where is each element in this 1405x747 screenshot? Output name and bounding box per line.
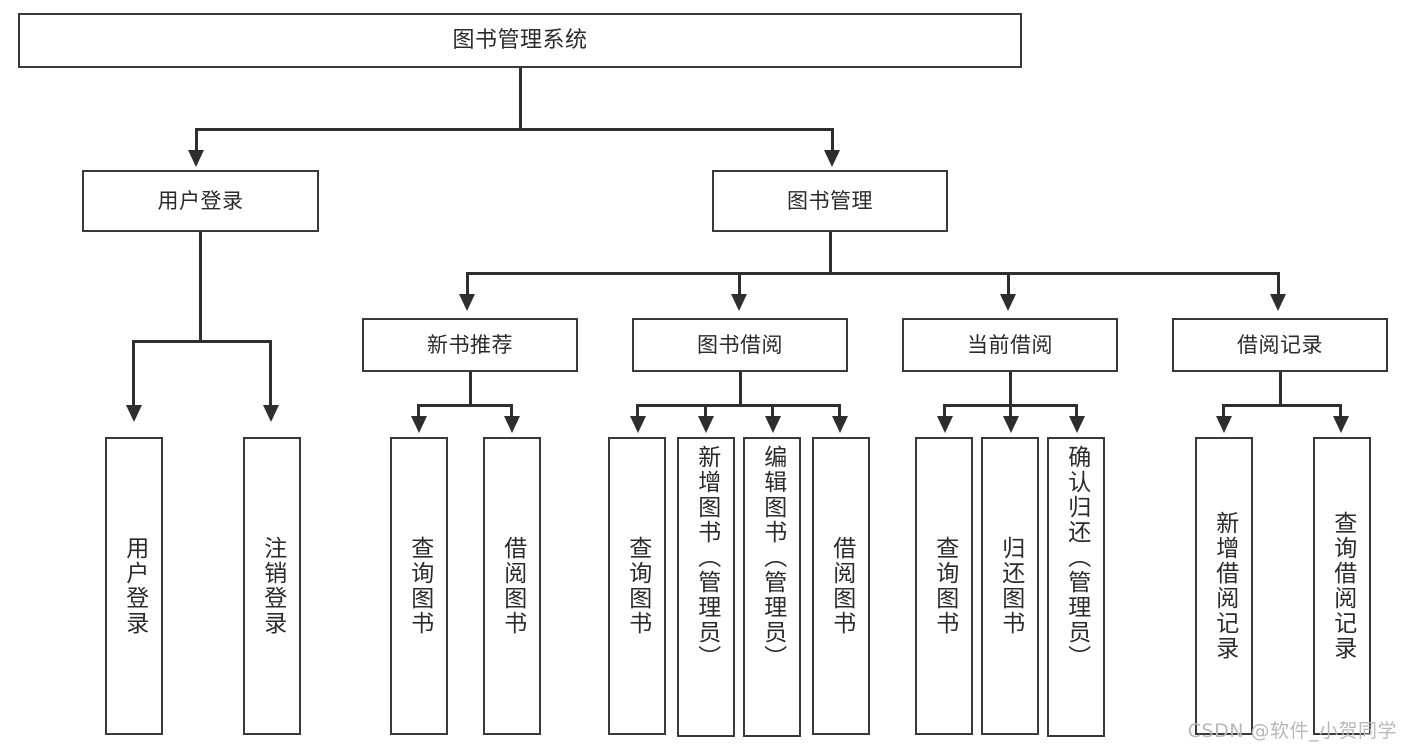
- connector-current-borrow-drop-1: [943, 404, 946, 418]
- connector-level3-drop-2: [738, 272, 741, 297]
- leaf-label: 查询图书: [624, 536, 651, 636]
- connector-book-borrow-bus: [636, 404, 841, 407]
- node-label: 用户登录: [157, 188, 244, 213]
- arrow-to-leaf-borrow-book-2: [832, 416, 848, 433]
- node-label: 图书管理: [787, 188, 873, 213]
- arrow-to-leaf-query-record: [1333, 416, 1349, 433]
- connector-book-borrow-drop-2: [704, 404, 707, 418]
- leaf-label: 注销登录: [259, 536, 286, 636]
- arrow-to-borrow-record: [1270, 294, 1286, 311]
- leaf-query-borrow-record[interactable]: 查询借阅记录: [1313, 437, 1371, 735]
- leaf-label: 新增借阅记录: [1211, 511, 1238, 661]
- connector-book-borrow-drop-4: [838, 404, 841, 418]
- leaf-label: 新增图书（管理员）: [693, 445, 720, 670]
- arrow-to-leaf-user-login: [126, 405, 142, 422]
- arrow-to-leaf-borrow-book-1: [504, 416, 520, 433]
- connector-new-book-drop-1: [417, 404, 420, 418]
- connector-book-manage-stem: [829, 232, 832, 274]
- leaf-logout[interactable]: 注销登录: [243, 437, 301, 735]
- leaf-label: 确认归还（管理员）: [1063, 445, 1090, 670]
- leaf-label: 借阅图书: [828, 536, 855, 636]
- arrow-to-leaf-add-record: [1216, 416, 1232, 433]
- leaf-label: 查询借阅记录: [1329, 511, 1356, 661]
- connector-borrow-record-bus: [1222, 404, 1342, 407]
- connector-root-drop-right: [831, 128, 834, 153]
- connector-user-login-stem: [199, 232, 202, 342]
- leaf-add-borrow-record[interactable]: 新增借阅记录: [1195, 437, 1253, 735]
- connector-user-login-drop-2: [269, 340, 272, 408]
- node-label: 当前借阅: [967, 332, 1053, 357]
- leaf-label: 查询图书: [406, 536, 433, 636]
- leaf-add-book[interactable]: 新增图书（管理员）: [677, 437, 735, 737]
- leaf-label: 用户登录: [121, 536, 148, 636]
- leaf-confirm-return[interactable]: 确认归还（管理员）: [1047, 437, 1105, 737]
- arrow-to-leaf-query-book-2: [630, 416, 646, 433]
- connector-level3-bus: [466, 272, 1280, 275]
- leaf-edit-book[interactable]: 编辑图书（管理员）: [743, 437, 801, 737]
- arrow-to-book-manage: [824, 150, 840, 167]
- node-user-login[interactable]: 用户登录: [82, 170, 319, 232]
- node-book-manage[interactable]: 图书管理: [712, 170, 948, 232]
- connector-borrow-record-stem: [1279, 372, 1282, 406]
- leaf-label: 编辑图书（管理员）: [759, 445, 786, 670]
- arrow-to-leaf-logout: [263, 405, 279, 422]
- node-label: 新书推荐: [427, 332, 513, 357]
- leaf-query-book-recommend[interactable]: 查询图书: [390, 437, 448, 735]
- leaf-user-login[interactable]: 用户登录: [105, 437, 163, 735]
- arrow-to-book-borrow: [731, 294, 747, 311]
- arrow-to-leaf-confirm-return: [1069, 416, 1085, 433]
- arrow-to-leaf-query-book-1: [411, 416, 427, 433]
- leaf-return-book[interactable]: 归还图书: [981, 437, 1039, 735]
- node-new-book-recommend[interactable]: 新书推荐: [362, 318, 578, 372]
- connector-book-borrow-stem: [739, 372, 742, 406]
- connector-borrow-record-drop-2: [1339, 404, 1342, 418]
- node-label: 图书管理系统: [452, 27, 588, 53]
- connector-book-borrow-drop-1: [636, 404, 639, 418]
- connector-new-book-drop-2: [510, 404, 513, 418]
- leaf-query-book-borrow[interactable]: 查询图书: [608, 437, 666, 735]
- connector-root-stem: [519, 68, 522, 130]
- arrow-to-new-book: [459, 294, 475, 311]
- connector-new-book-bus: [417, 404, 512, 407]
- node-label: 借阅记录: [1237, 332, 1323, 357]
- arrow-to-leaf-add-book: [698, 416, 714, 433]
- connector-borrow-record-drop-1: [1222, 404, 1225, 418]
- connector-level3-drop-4: [1277, 272, 1280, 297]
- node-root-system[interactable]: 图书管理系统: [18, 13, 1022, 68]
- connector-current-borrow-drop-2: [1009, 404, 1012, 418]
- arrow-to-leaf-return-book: [1003, 416, 1019, 433]
- node-label: 图书借阅: [697, 332, 783, 357]
- node-book-borrow[interactable]: 图书借阅: [632, 318, 848, 372]
- node-current-borrow[interactable]: 当前借阅: [902, 318, 1118, 372]
- arrow-to-leaf-edit-book: [765, 416, 781, 433]
- watermark: CSDN @软件_小贺同学: [1187, 720, 1397, 742]
- connector-new-book-stem: [469, 372, 472, 406]
- connector-current-borrow-drop-3: [1075, 404, 1078, 418]
- connector-user-login-drop-1: [132, 340, 135, 408]
- leaf-query-book-current[interactable]: 查询图书: [915, 437, 973, 735]
- connector-user-login-bus: [132, 340, 271, 343]
- leaf-borrow-book[interactable]: 借阅图书: [812, 437, 870, 735]
- connector-level3-drop-1: [466, 272, 469, 297]
- arrow-to-leaf-query-book-3: [937, 416, 953, 433]
- connector-level3-drop-3: [1007, 272, 1010, 297]
- leaf-label: 归还图书: [997, 536, 1024, 636]
- connector-current-borrow-stem: [1009, 372, 1012, 406]
- arrow-to-user-login: [188, 150, 204, 167]
- leaf-borrow-book-recommend[interactable]: 借阅图书: [483, 437, 541, 735]
- connector-root-bus: [195, 128, 834, 131]
- arrow-to-current-borrow: [1000, 294, 1016, 311]
- connector-book-borrow-drop-3: [771, 404, 774, 418]
- node-borrow-record[interactable]: 借阅记录: [1172, 318, 1388, 372]
- leaf-label: 查询图书: [931, 536, 958, 636]
- connector-root-drop-left: [195, 128, 198, 153]
- leaf-label: 借阅图书: [499, 536, 526, 636]
